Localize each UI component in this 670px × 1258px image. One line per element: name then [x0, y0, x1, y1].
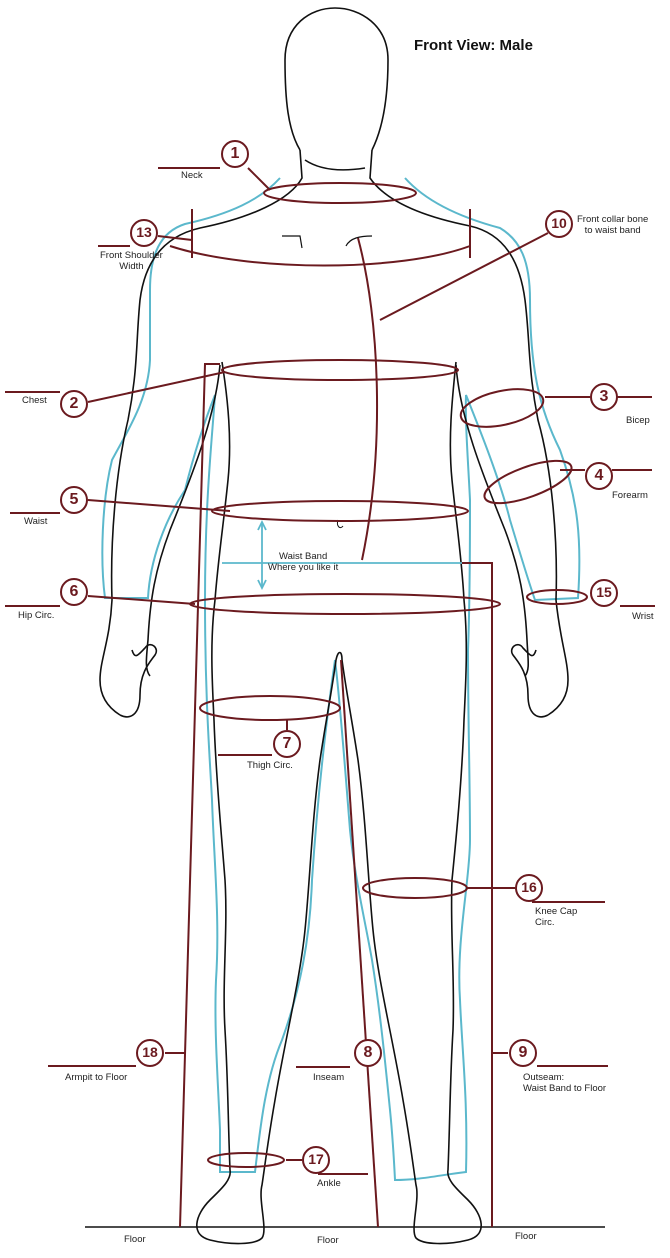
- label-thigh: Thigh Circ.: [247, 760, 293, 771]
- marker-15: 15: [590, 579, 618, 607]
- label-knee: Knee Cap Circ.: [535, 906, 577, 928]
- marker-6: 6: [60, 578, 88, 606]
- label-ankle: Ankle: [317, 1178, 341, 1189]
- label-inseam: Inseam: [313, 1072, 344, 1083]
- marker-13: 13: [130, 219, 158, 247]
- garment-outline: [102, 178, 579, 1180]
- label-neck: Neck: [181, 170, 203, 181]
- marker-5: 5: [60, 486, 88, 514]
- label-forearm: Forearm: [612, 490, 648, 501]
- marker-7: 7: [273, 730, 301, 758]
- label-chest: Chest: [22, 395, 47, 406]
- label-armpit-floor: Armpit to Floor: [65, 1072, 127, 1083]
- label-waist-band: Waist Band Where you like it: [268, 551, 338, 573]
- marker-4: 4: [585, 462, 613, 490]
- label-wrist: Wrist: [632, 611, 653, 622]
- marker-8: 8: [354, 1039, 382, 1067]
- label-waist: Waist: [24, 516, 47, 527]
- marker-1: 1: [221, 140, 249, 168]
- marker-18: 18: [136, 1039, 164, 1067]
- label-floor-left: Floor: [124, 1234, 146, 1245]
- label-hip: Hip Circ.: [18, 610, 54, 621]
- marker-17: 17: [302, 1146, 330, 1174]
- marker-16: 16: [515, 874, 543, 902]
- marker-9: 9: [509, 1039, 537, 1067]
- diagram-title: Front View: Male: [414, 37, 533, 54]
- marker-10: 10: [545, 210, 573, 238]
- label-collar-waist: Front collar bone to waist band: [577, 214, 648, 236]
- marker-3: 3: [590, 383, 618, 411]
- label-floor-right: Floor: [515, 1231, 537, 1242]
- label-floor-mid: Floor: [317, 1235, 339, 1246]
- marker-2: 2: [60, 390, 88, 418]
- label-outseam: Outseam: Waist Band to Floor: [523, 1072, 606, 1094]
- waist-band-line: [222, 522, 462, 588]
- body-outline: [100, 8, 568, 1244]
- label-bicep: Bicep: [626, 415, 650, 426]
- label-front-shoulder: Front Shoulder Width: [100, 250, 163, 272]
